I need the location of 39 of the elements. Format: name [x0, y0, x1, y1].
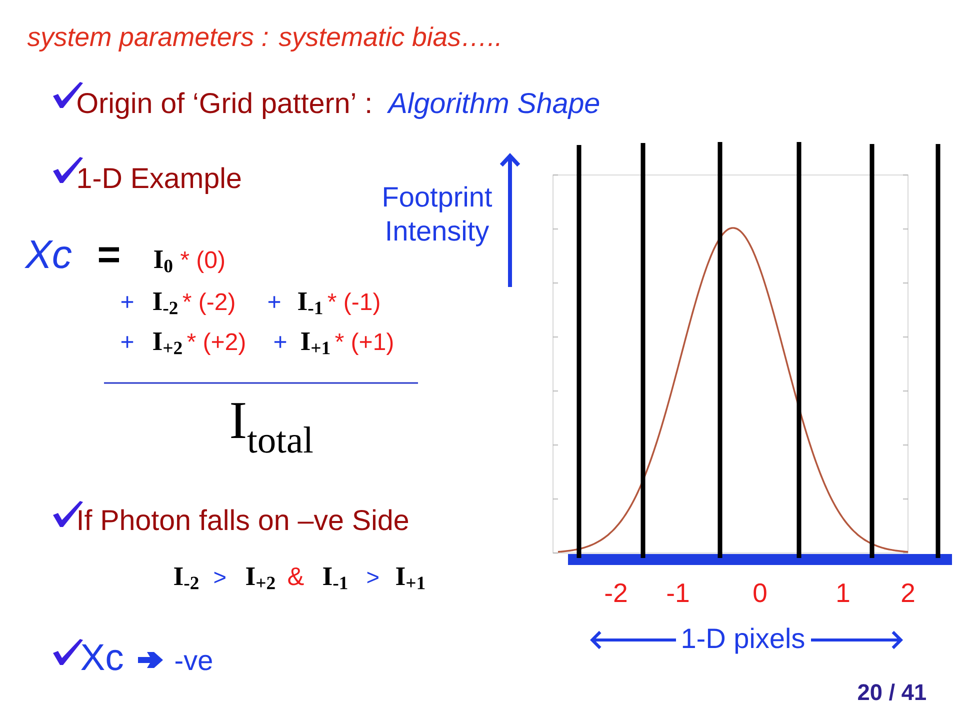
formula-operator: +: [268, 296, 280, 308]
tick-label: -1: [667, 584, 689, 602]
axis-label: Footprint Intensity: [384, 186, 492, 246]
tick-label: -2: [605, 583, 627, 602]
formula-term: I$_{-2}$: [153, 292, 178, 314]
axis-label: 1-D pixels: [682, 628, 804, 654]
formula-term: Xc: [24, 240, 72, 268]
formula-term: * (0): [180, 250, 224, 273]
bullet-text: 1-D Example: [78, 167, 241, 194]
bullet-text: Algorithm Shape: [386, 92, 600, 119]
formula-operator: +: [121, 296, 134, 308]
formula-operator: &: [288, 567, 304, 586]
formula-term: I$_{0}$: [154, 250, 172, 272]
bullet-text: Origin of ‘Grid pattern’ :: [78, 92, 370, 119]
tick-label: 0: [754, 583, 766, 602]
formula-operator: >: [214, 572, 226, 584]
formula-term: * (-2): [182, 292, 234, 315]
formula-term: I$_{+1}$: [396, 568, 425, 590]
formula-term: I$_{total}$: [231, 403, 313, 453]
heading: system parameters : systematic bias…..: [27, 26, 500, 52]
tick-label: 2: [902, 583, 914, 602]
formula-term: I$_{+1}$: [301, 332, 330, 354]
formula-operator: +: [121, 336, 134, 348]
page-number: 20 / 41: [858, 684, 926, 700]
formula-term: I$_{-2}$: [174, 568, 198, 590]
formula-operator: =: [98, 247, 119, 262]
bullet-text: Xc: [81, 644, 123, 670]
formula-operator: +: [274, 336, 286, 348]
formula-term: I$_{+2}$: [246, 568, 275, 590]
formula-term: I$_{-1}$: [298, 292, 322, 314]
tick-label: 1: [838, 584, 850, 602]
formula-term: I$_{+2}$: [153, 332, 182, 354]
formula-term: * (-1): [328, 292, 380, 315]
formula-term: * (+1): [335, 332, 393, 355]
formula-term: * (+2): [187, 332, 245, 355]
bullet-text: If Photon falls on –ve Side: [78, 509, 408, 530]
formula-operator: >: [367, 572, 378, 584]
bullet-text: -ve: [176, 654, 212, 670]
formula-term: I$_{-1}$: [323, 568, 348, 590]
